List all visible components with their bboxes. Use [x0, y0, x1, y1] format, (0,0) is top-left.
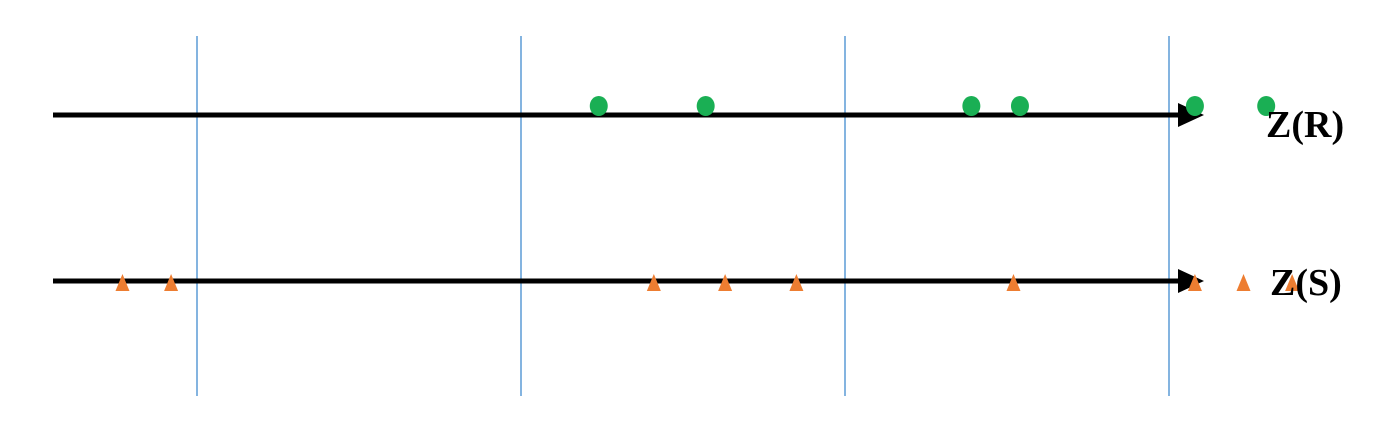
s-point-2 — [164, 274, 179, 291]
axis-r — [53, 103, 1204, 127]
r-point-3 — [962, 96, 981, 116]
r-point-4 — [1010, 96, 1029, 116]
s-point-4 — [718, 274, 733, 291]
partition-dividers — [196, 36, 1170, 396]
s-point-9 — [1285, 274, 1300, 291]
axis-s-label: Z(S) — [1270, 262, 1342, 304]
r-point-2 — [696, 96, 715, 116]
r-point-1 — [589, 96, 608, 116]
s-point-5 — [789, 274, 804, 291]
axis-s — [53, 269, 1204, 293]
r-point-5 — [1185, 96, 1204, 116]
points-r — [589, 96, 1276, 116]
s-point-8 — [1236, 274, 1251, 291]
s-point-7 — [1187, 274, 1202, 291]
s-point-3 — [646, 274, 661, 291]
s-point-6 — [1006, 274, 1021, 291]
points-s — [115, 274, 1300, 291]
r-point-6 — [1257, 96, 1276, 116]
axis-s-arrowhead — [1178, 269, 1204, 293]
axis-r-label: Z(R) — [1266, 104, 1345, 146]
s-point-1 — [115, 274, 130, 291]
